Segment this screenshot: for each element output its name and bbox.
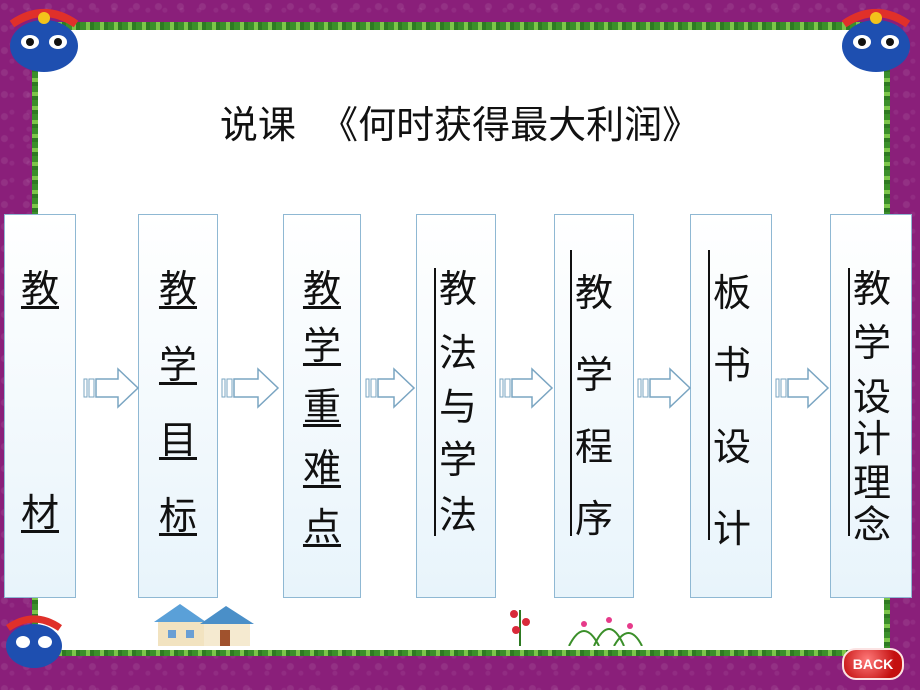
step-7-char: 计 <box>852 417 891 461</box>
step-5-char: 序 <box>574 497 613 541</box>
arrow-right-icon <box>775 367 830 409</box>
mask-icon <box>6 615 62 668</box>
slide-title: 说课 《何时获得最大利润》 <box>219 103 701 147</box>
step-4-char: 法 <box>438 493 477 537</box>
mask-icon <box>841 9 911 72</box>
step-2-char: 标 <box>158 494 197 538</box>
step-5-char: 程 <box>574 425 613 469</box>
step-box-1[interactable] <box>4 214 76 598</box>
step-box-7[interactable] <box>830 214 912 598</box>
step-4-char: 法 <box>438 331 477 375</box>
step-7-char: 理 <box>852 461 891 505</box>
step-box-3[interactable] <box>283 214 361 598</box>
step-2-char: 教 <box>158 267 197 311</box>
step-2-char: 目 <box>158 418 197 462</box>
step-6-char: 设 <box>712 425 751 469</box>
step-2-char: 学 <box>158 343 197 387</box>
arrow-right-icon <box>499 367 554 409</box>
step-7-char: 设 <box>852 375 891 419</box>
step-4-char: 教 <box>438 267 477 311</box>
arrow-right-icon <box>83 367 140 409</box>
step-3-char: 点 <box>302 505 341 549</box>
step-box-5[interactable] <box>554 214 634 598</box>
vertical-line <box>570 250 572 536</box>
step-3-char: 重 <box>302 385 341 429</box>
step-6-char: 板 <box>712 271 751 315</box>
step-7-char: 学 <box>852 321 891 365</box>
step-3-char: 教 <box>302 267 341 311</box>
arrow-right-icon <box>221 367 280 409</box>
step-3-char: 学 <box>302 324 341 368</box>
flower-icon <box>568 617 643 646</box>
vine-border-top <box>38 22 884 32</box>
step-box-2[interactable] <box>138 214 218 598</box>
mask-icon <box>9 9 79 72</box>
arrow-right-icon <box>365 367 416 409</box>
back-button[interactable]: BACK <box>842 648 904 680</box>
step-7-char: 教 <box>852 267 891 311</box>
step-4-char: 与 <box>438 385 477 429</box>
arrow-right-icon <box>637 367 692 409</box>
house-icon <box>154 604 254 646</box>
flower-icon <box>510 610 530 646</box>
step-4-char: 学 <box>438 438 477 482</box>
step-7-char: 念 <box>852 503 891 547</box>
step-6-char: 书 <box>712 343 751 387</box>
step-1-char: 材 <box>20 491 59 535</box>
vertical-line <box>434 268 436 536</box>
step-box-6[interactable] <box>690 214 772 598</box>
vine-border-bottom <box>38 646 884 656</box>
vertical-line <box>848 268 850 536</box>
step-5-char: 教 <box>574 271 613 315</box>
vertical-line <box>708 250 710 540</box>
step-5-char: 学 <box>574 353 613 397</box>
step-box-4[interactable] <box>416 214 496 598</box>
step-1-char: 教 <box>20 267 59 311</box>
step-6-char: 计 <box>712 507 751 551</box>
step-3-char: 难 <box>302 446 341 490</box>
